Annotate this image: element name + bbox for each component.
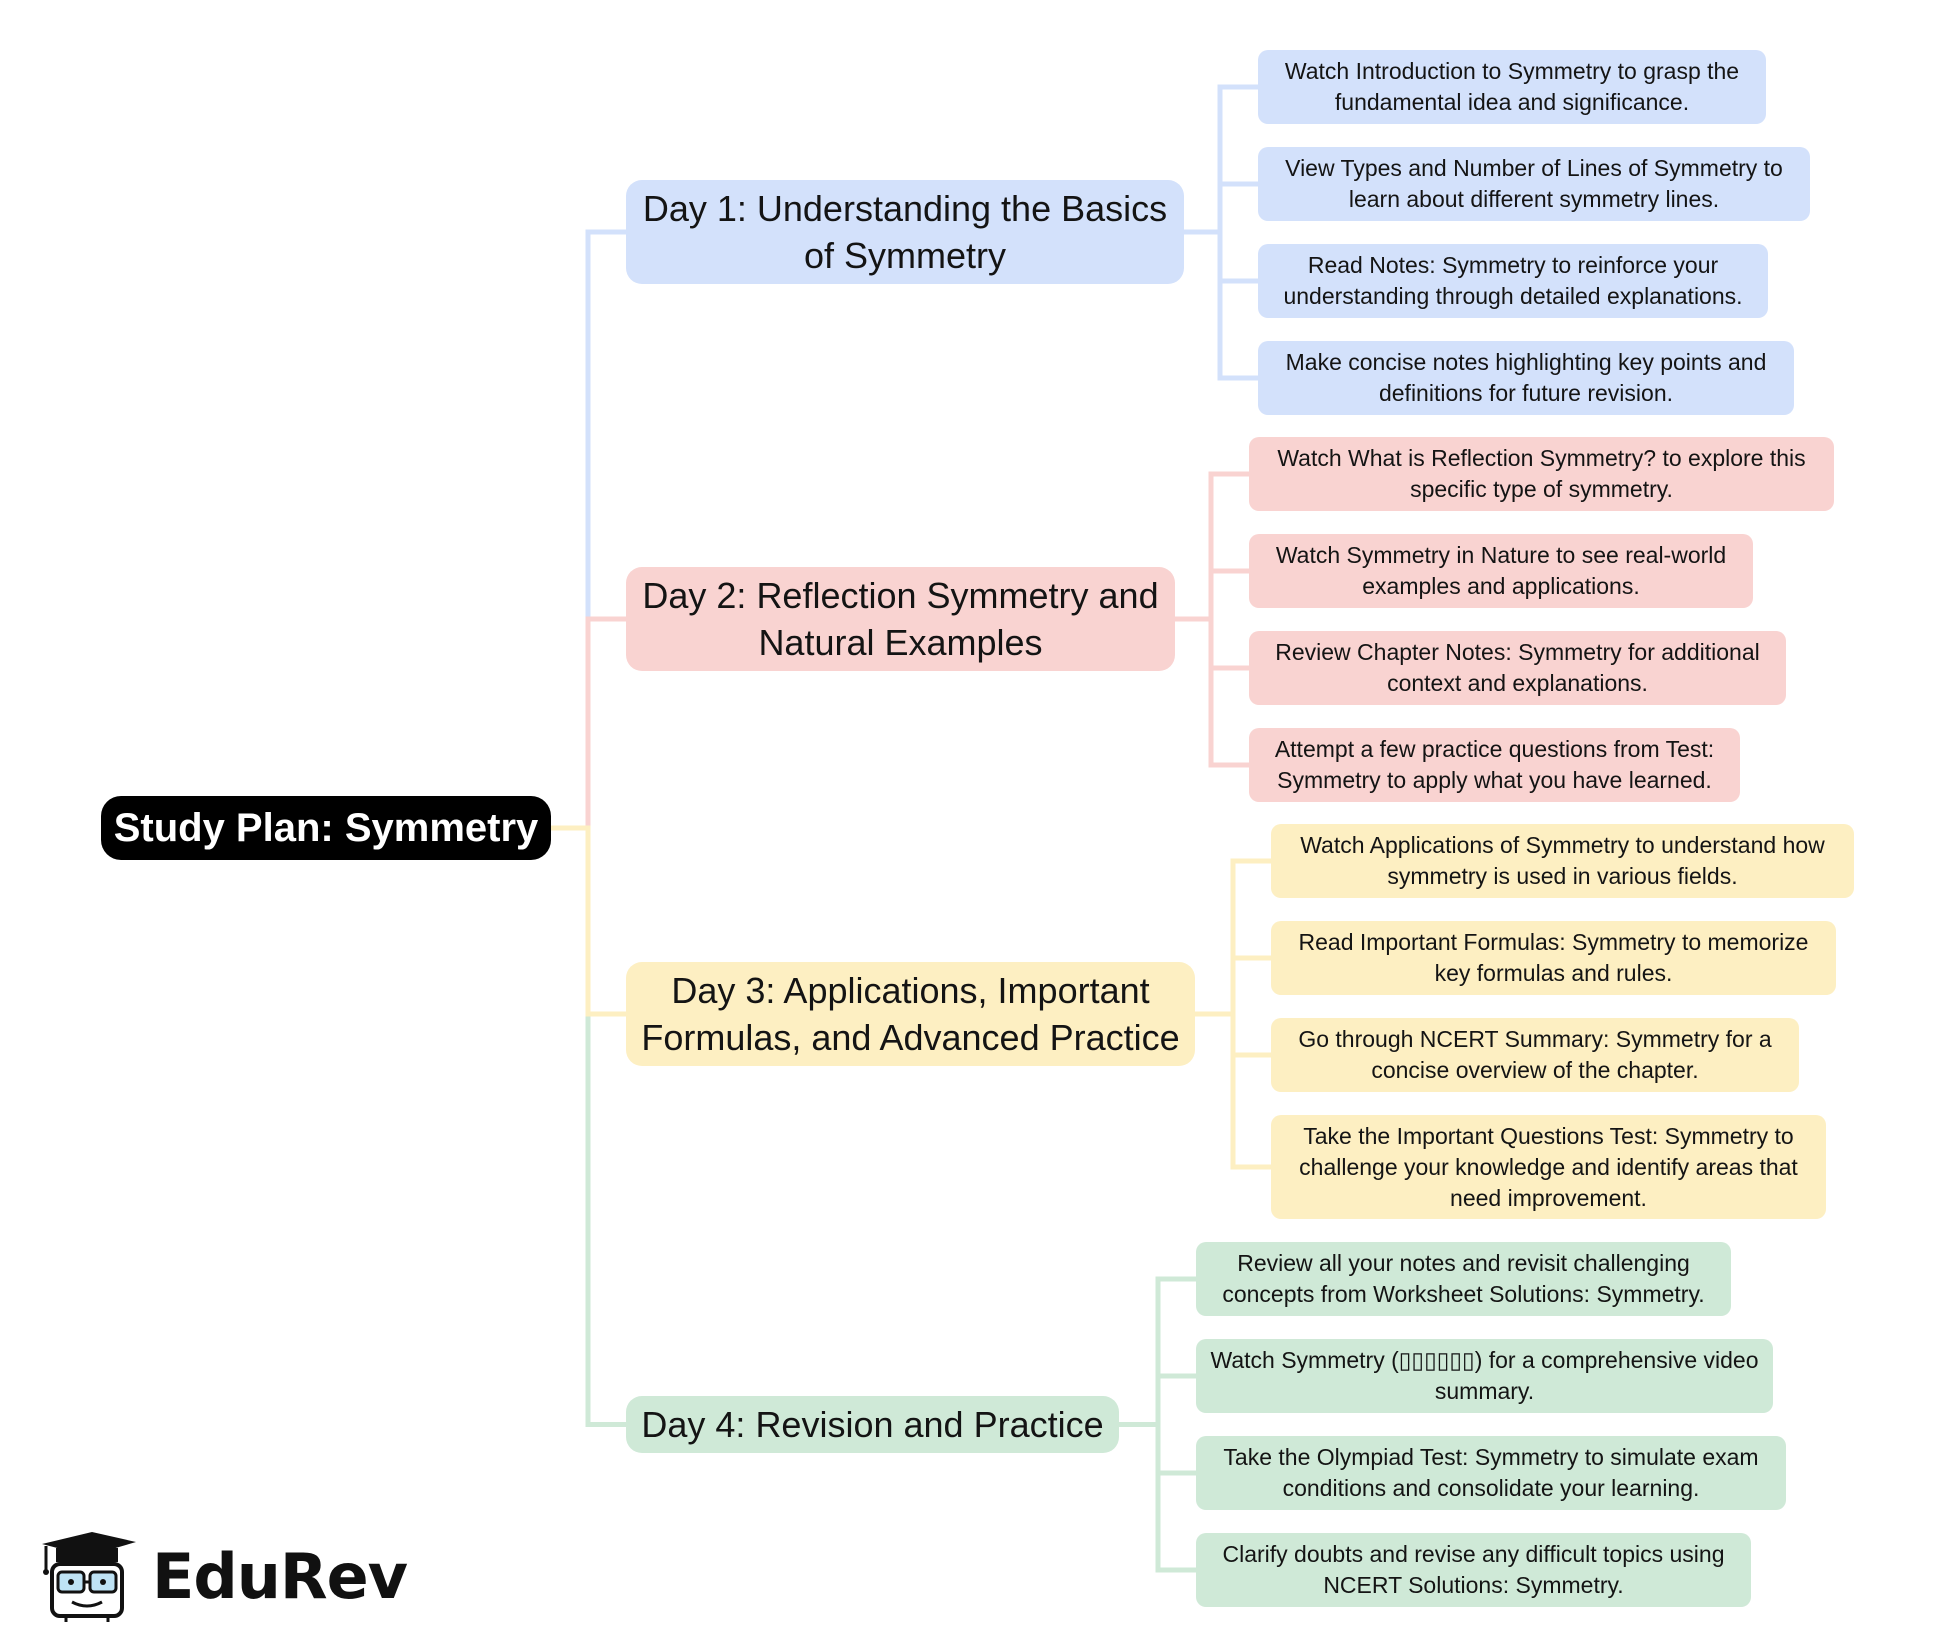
day-node-3: Day 3: Applications, Important Formulas,… — [626, 962, 1195, 1066]
task-label: Watch Symmetry (▯▯▯▯▯▯) for a comprehens… — [1210, 1347, 1759, 1404]
task-node: Watch Introduction to Symmetry to grasp … — [1258, 50, 1766, 124]
task-label: Take the Olympiad Test: Symmetry to simu… — [1223, 1444, 1759, 1501]
task-label: Read Important Formulas: Symmetry to mem… — [1298, 929, 1809, 986]
task-node: Review all your notes and revisit challe… — [1196, 1242, 1731, 1316]
task-node: Watch Symmetry (▯▯▯▯▯▯) for a comprehens… — [1196, 1339, 1773, 1413]
task-node: Read Notes: Symmetry to reinforce your u… — [1258, 244, 1768, 318]
graduation-cap-mascot-icon — [42, 1532, 136, 1622]
task-node: Attempt a few practice questions from Te… — [1249, 728, 1740, 802]
task-label: Read Notes: Symmetry to reinforce your u… — [1283, 252, 1743, 309]
task-node: Clarify doubts and revise any difficult … — [1196, 1533, 1751, 1607]
task-node: Watch Symmetry in Nature to see real-wor… — [1249, 534, 1753, 608]
root-node: Study Plan: Symmetry — [101, 796, 551, 860]
task-label: Watch Introduction to Symmetry to grasp … — [1284, 58, 1740, 115]
task-node: Review Chapter Notes: Symmetry for addit… — [1249, 631, 1786, 705]
day-label: Day 1: Understanding the Basics of Symme… — [642, 188, 1168, 276]
task-node: Go through NCERT Summary: Symmetry for a… — [1271, 1018, 1799, 1092]
task-label: Make concise notes highlighting key poin… — [1285, 349, 1767, 406]
task-label: Watch Symmetry in Nature to see real-wor… — [1275, 542, 1727, 599]
task-node: Watch Applications of Symmetry to unders… — [1271, 824, 1854, 898]
task-node: Make concise notes highlighting key poin… — [1258, 341, 1794, 415]
task-node: Watch What is Reflection Symmetry? to ex… — [1249, 437, 1834, 511]
task-label: Watch What is Reflection Symmetry? to ex… — [1277, 445, 1806, 502]
task-node: Take the Important Questions Test: Symme… — [1271, 1115, 1826, 1219]
task-label: Review all your notes and revisit challe… — [1222, 1250, 1705, 1307]
day-label: Day 4: Revision and Practice — [641, 1404, 1104, 1445]
task-label: Go through NCERT Summary: Symmetry for a… — [1298, 1026, 1772, 1083]
day-node-2: Day 2: Reflection Symmetry and Natural E… — [626, 567, 1175, 671]
task-label: Watch Applications of Symmetry to unders… — [1300, 832, 1825, 889]
task-label: Take the Important Questions Test: Symme… — [1299, 1122, 1798, 1211]
logo-text: EduRev — [152, 1539, 408, 1613]
edurev-logo: EduRev — [36, 1528, 416, 1624]
day-label: Day 2: Reflection Symmetry and Natural E… — [642, 575, 1159, 663]
task-label: Attempt a few practice questions from Te… — [1274, 736, 1715, 793]
task-label: Review Chapter Notes: Symmetry for addit… — [1275, 639, 1760, 696]
task-label: Clarify doubts and revise any difficult … — [1222, 1541, 1725, 1598]
task-label: View Types and Number of Lines of Symmet… — [1285, 155, 1783, 212]
task-node: Read Important Formulas: Symmetry to mem… — [1271, 921, 1836, 995]
root-label: Study Plan: Symmetry — [113, 805, 539, 850]
day-node-4: Day 4: Revision and Practice — [626, 1396, 1119, 1453]
day-node-1: Day 1: Understanding the Basics of Symme… — [626, 180, 1184, 284]
day-label: Day 3: Applications, Important Formulas,… — [641, 970, 1180, 1058]
task-node: Take the Olympiad Test: Symmetry to simu… — [1196, 1436, 1786, 1510]
task-node: View Types and Number of Lines of Symmet… — [1258, 147, 1810, 221]
